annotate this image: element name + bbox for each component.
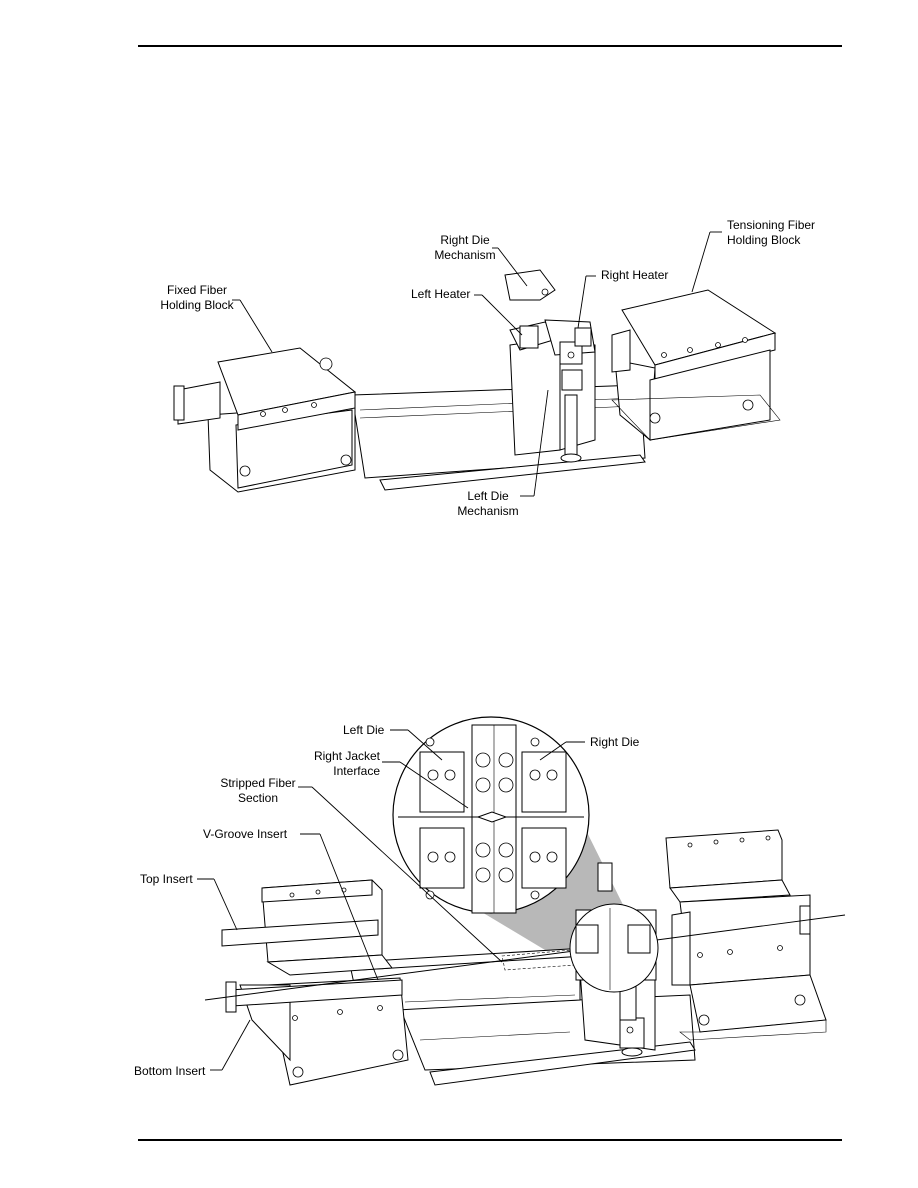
label-tensioning-block: Tensioning Fiber Holding Block — [727, 218, 816, 247]
label-bottom-insert: Bottom Insert — [134, 1064, 206, 1078]
label-left-heater: Left Heater — [411, 287, 471, 301]
figure-1-illustration — [173, 231, 781, 497]
label-right-jacket-interface: Right Jacket Interface — [313, 749, 380, 778]
label-right-heater: Right Heater — [601, 268, 669, 282]
label-right-die: Right Die — [590, 735, 640, 749]
label-left-die: Left Die — [343, 723, 385, 737]
label-right-die-mechanism: Right Die Mechanism — [434, 233, 496, 262]
label-left-die-mechanism: Left Die Mechanism — [457, 489, 519, 518]
label-fixed-block: Fixed Fiber Holding Block — [160, 283, 234, 312]
label-top-insert: Top Insert — [140, 872, 193, 886]
header-rule — [138, 45, 842, 47]
label-stripped-fiber-section: Stripped Fiber Section — [220, 776, 296, 805]
label-v-groove-insert: V-Groove Insert — [203, 827, 288, 841]
footer-rule — [138, 1139, 842, 1141]
